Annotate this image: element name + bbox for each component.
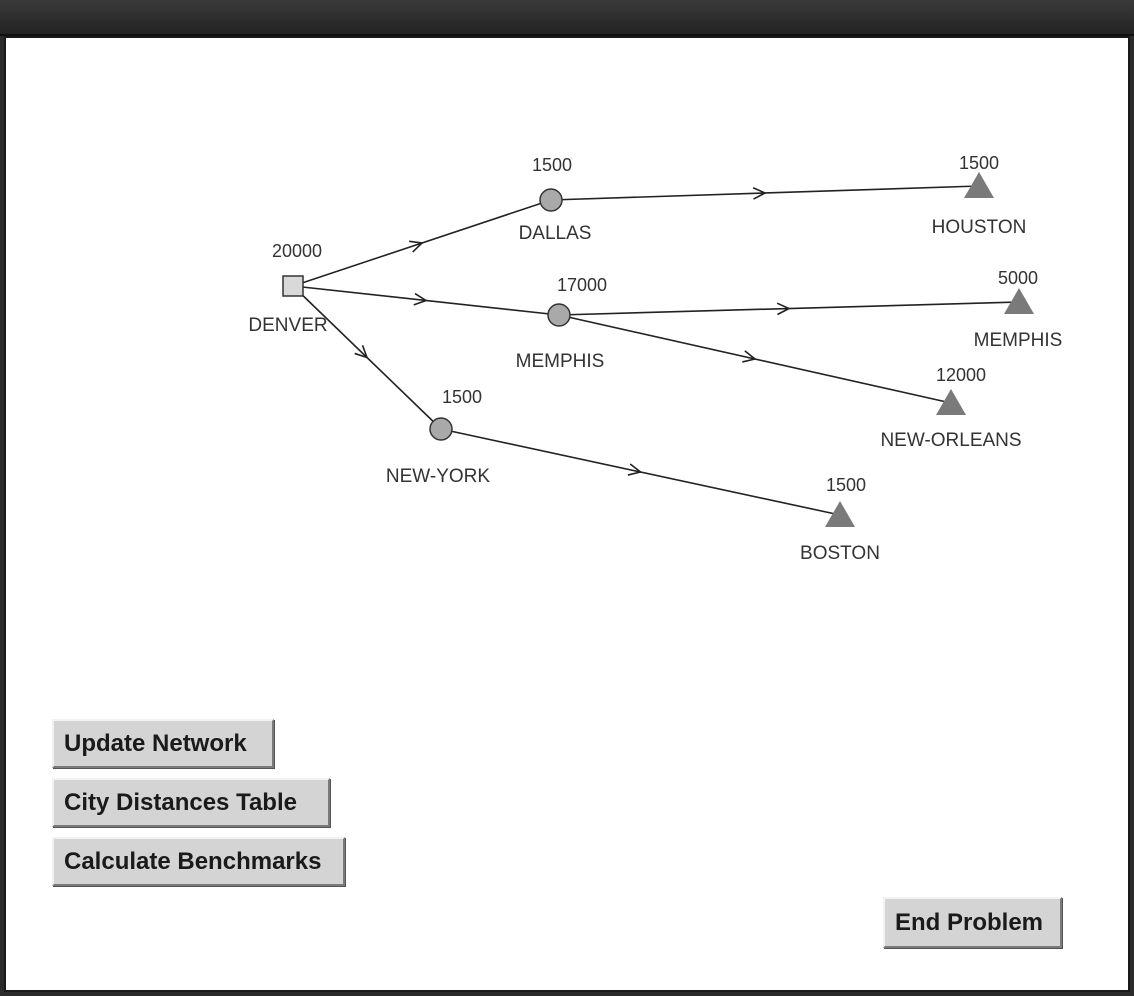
destination-node-triangle xyxy=(964,172,994,198)
node-label: DENVER xyxy=(248,315,327,336)
transshipment-node-circle xyxy=(539,188,563,212)
edge-arrow-memphis_t-memphis_d xyxy=(776,302,791,316)
edge-arrow-dallas-houston xyxy=(752,186,767,200)
window-titlebar xyxy=(0,0,1134,36)
node-value: 1500 xyxy=(442,387,482,407)
transshipment-node-circle xyxy=(547,303,571,327)
network-diagram: 20000DENVER1500DALLAS17000MEMPHIS1500NEW… xyxy=(248,153,1063,564)
edge-arrow-newyork-boston xyxy=(627,463,643,476)
node-label: MEMPHIS xyxy=(516,351,605,372)
node-value: 1500 xyxy=(826,475,866,495)
source-node-square xyxy=(282,275,304,297)
node-value: 12000 xyxy=(936,365,986,385)
edge-arrow-denver-dallas xyxy=(409,240,424,253)
node-value: 5000 xyxy=(998,268,1038,288)
node-label: MEMPHIS xyxy=(974,330,1063,351)
calculate-benchmarks-button[interactable]: Calculate Benchmarks xyxy=(52,837,345,886)
node-value: 20000 xyxy=(272,241,322,261)
edge-arrow-memphis_t-neworleans xyxy=(742,350,757,363)
destination-node-triangle xyxy=(936,389,966,415)
update-network-button[interactable]: Update Network xyxy=(52,719,274,768)
edge-arrow-denver-newyork xyxy=(354,345,369,359)
node-value: 17000 xyxy=(557,275,607,295)
edge-arrow-denver-memphis_t xyxy=(413,292,428,306)
node-label: NEW-YORK xyxy=(386,466,490,487)
city-distances-table-button[interactable]: City Distances Table xyxy=(52,778,330,827)
end-problem-button[interactable]: End Problem xyxy=(883,897,1062,948)
node-label: BOSTON xyxy=(800,543,880,564)
node-value: 1500 xyxy=(959,153,999,173)
node-label: HOUSTON xyxy=(932,217,1027,238)
node-label: NEW-ORLEANS xyxy=(880,430,1021,451)
node-label: DALLAS xyxy=(519,223,592,244)
transshipment-node-circle xyxy=(429,417,453,441)
destination-node-triangle xyxy=(1004,288,1034,314)
node-value: 1500 xyxy=(532,155,572,175)
destination-node-triangle xyxy=(825,501,855,527)
